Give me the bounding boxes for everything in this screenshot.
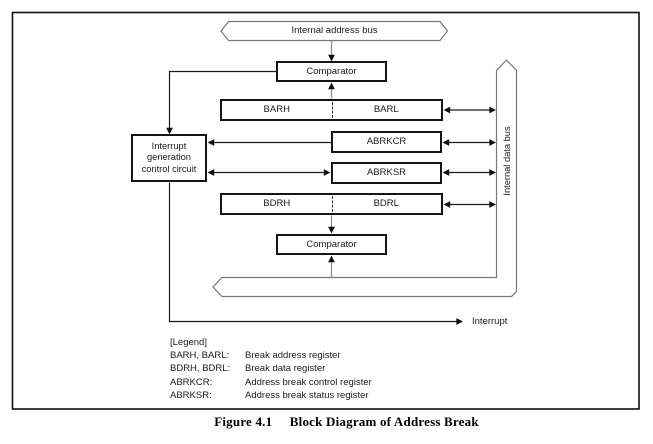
abrksr-interrupt-circuit-arrow: [207, 169, 331, 176]
bus-to-comparator-arrow: [328, 255, 335, 277]
bar-to-comparator-arrow: [328, 82, 335, 99]
figure-title: Block Diagram of Address Break: [289, 414, 479, 429]
bar-data-bus-arrow: [443, 106, 496, 114]
address-bus-to-comparator-arrow: [328, 41, 335, 62]
bdrl-label: BDRL: [373, 198, 399, 209]
interrupt-output-arrow: [168, 182, 463, 325]
barl-label: BARL: [373, 104, 399, 115]
internal-data-bus-label: Internal data bus: [502, 126, 512, 196]
figure-caption: Figure 4.1 Block Diagram of Address Brea…: [40, 414, 653, 430]
abrksr-register-box: ABRKSR: [331, 162, 442, 184]
break-address-register-box: BARH BARL: [220, 99, 443, 121]
legend-term: BDRH, BDRL:: [170, 363, 231, 375]
abrksr-data-bus-arrow: [442, 169, 496, 176]
interrupt-generation-control-circuit-box: Interrupt generation control circuit: [131, 134, 207, 182]
legend-definition: Break address register: [245, 350, 341, 362]
figure-border: [11, 11, 640, 410]
abrkcr-to-interrupt-circuit-arrow: [207, 139, 331, 146]
abrkcr-data-bus-arrow: [442, 139, 496, 146]
abrksr-label: ABRKSR: [366, 167, 407, 178]
legend-row: BARH, BARL: Break address register: [170, 349, 372, 362]
register-half-divider: [331, 196, 333, 212]
legend-definition: Break data register: [245, 363, 326, 375]
barh-label: BARH: [263, 104, 290, 115]
figure-number: Figure 4.1: [214, 414, 273, 429]
legend-header: [Legend]: [170, 337, 207, 348]
internal-data-bus-shape: [212, 59, 518, 298]
legend-row: ABRKCR: Address break control register: [170, 376, 372, 389]
comparator-bottom-label: Comparator: [306, 238, 357, 250]
comparator-to-interrupt-circuit-arrow: [166, 70, 277, 135]
comparator-bottom-box: Comparator: [276, 234, 387, 255]
comparator-top-box: Comparator: [276, 61, 387, 82]
legend-term: BARH, BARL:: [170, 350, 230, 362]
abrkcr-label: ABRKCR: [366, 136, 407, 147]
bdr-data-bus-arrow: [443, 201, 496, 208]
legend: [Legend] BARH, BARL: Break address regis…: [170, 336, 372, 402]
legend-row: ABRKSR: Address break status register: [170, 389, 372, 402]
legend-row: BDRH, BDRL: Break data register: [170, 362, 372, 375]
legend-term: ABRKSR:: [170, 389, 212, 401]
legend-term: ABRKCR:: [170, 376, 213, 388]
legend-definition: Address break control register: [245, 376, 372, 388]
bdrh-label: BDRH: [263, 198, 291, 209]
internal-address-bus-label: Internal address bus: [291, 25, 378, 36]
bdr-to-comparator-arrow: [328, 215, 335, 234]
break-data-register-box: BDRH BDRL: [220, 193, 443, 215]
interrupt-output-label: Interrupt: [472, 316, 508, 327]
comparator-top-label: Comparator: [306, 65, 357, 77]
register-half-divider: [331, 102, 333, 118]
internal-address-bus-shape: [220, 20, 449, 42]
abrkcr-register-box: ABRKCR: [331, 131, 442, 153]
legend-definition: Address break status register: [245, 389, 369, 401]
